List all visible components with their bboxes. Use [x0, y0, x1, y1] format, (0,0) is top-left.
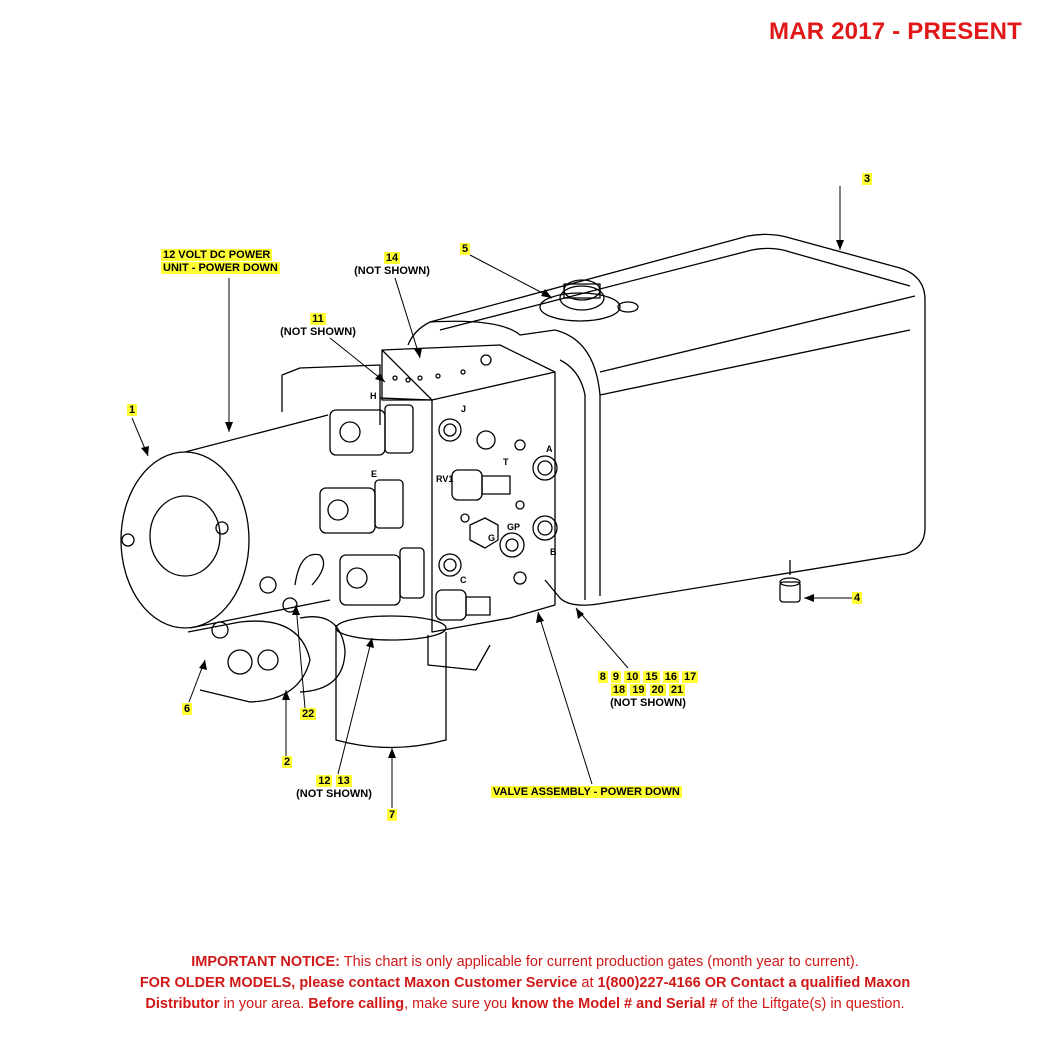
power-unit-label-line2: UNIT - POWER DOWN	[161, 262, 280, 274]
item-9-number: 9	[610, 671, 622, 683]
reservoir-tank	[407, 233, 926, 606]
item-6-number: 6	[182, 703, 193, 715]
port-letter-g: G	[488, 533, 496, 543]
notice-text-2: at	[577, 975, 598, 991]
notice-phone: 1(800)227-4166 OR Contact a qualified Ma…	[597, 975, 911, 991]
item-11-not-shown: (NOT SHOWN)	[280, 326, 356, 338]
leader-arrowheads	[141, 240, 844, 758]
item-10-number: 10	[624, 671, 641, 683]
item-8-number: 8	[597, 671, 608, 683]
notice-line-2: FOR OLDER MODELS, please contact Maxon C…	[0, 973, 1050, 994]
item-15-number: 15	[643, 671, 660, 683]
port-letter-c: C	[460, 575, 467, 585]
item-12-13-not-shown: (NOT SHOWN)	[296, 788, 372, 800]
notice-text-1: This chart is only applicable for curren…	[339, 954, 859, 970]
important-notice: IMPORTANT NOTICE: This chart is only app…	[0, 952, 1050, 1015]
callout-3: 3	[862, 173, 873, 186]
item-12-number: 12	[316, 775, 333, 787]
callout-14: 14 (NOT SHOWN)	[350, 252, 434, 278]
callout-6: 6	[182, 703, 193, 716]
group-row-2: 18 19 20 21	[610, 684, 686, 696]
group-not-shown: (NOT SHOWN)	[610, 697, 686, 709]
notice-line-3: Distributor in your area. Before calling…	[0, 994, 1050, 1015]
solenoids	[319, 404, 425, 606]
motor	[120, 364, 381, 629]
callout-group-8-21: 8 9 10 15 16 17 18 19 20 21 (NOT SHOWN)	[596, 671, 700, 710]
port-letter-e: E	[371, 469, 378, 479]
valve-block	[379, 344, 558, 633]
item-13-number: 13	[335, 775, 352, 787]
notice-older-models: FOR OLDER MODELS, please contact Maxon C…	[139, 975, 578, 991]
item-2-number: 2	[282, 756, 293, 768]
item-19-number: 19	[630, 684, 647, 696]
callout-5: 5	[460, 243, 471, 256]
notice-model-serial: know the Model # and Serial #	[511, 996, 718, 1012]
callout-power-unit: 12 VOLT DC POWER UNIT - POWER DOWN	[161, 249, 280, 275]
item-11-number: 11	[310, 313, 326, 325]
leader-lines	[131, 186, 852, 808]
item-3-number: 3	[862, 173, 873, 185]
notice-heading: IMPORTANT NOTICE:	[191, 954, 340, 970]
power-unit-label-line1: 12 VOLT DC POWER	[161, 249, 273, 261]
callout-11: 11 (NOT SHOWN)	[276, 313, 360, 339]
notice-text-4: , make sure you	[404, 996, 512, 1012]
item-14-not-shown: (NOT SHOWN)	[354, 265, 430, 277]
callout-valve-assembly: VALVE ASSEMBLY - POWER DOWN	[491, 786, 682, 799]
notice-line-1: IMPORTANT NOTICE: This chart is only app…	[0, 952, 1050, 973]
item-21-number: 21	[668, 684, 686, 696]
item-20-number: 20	[649, 684, 666, 696]
item-22-number: 22	[300, 708, 317, 720]
notice-text-3: in your area.	[219, 996, 309, 1012]
notice-before-calling: Before calling	[308, 996, 405, 1012]
callout-7: 7	[387, 809, 398, 822]
item-7-number: 7	[387, 809, 398, 821]
callout-2: 2	[282, 756, 293, 769]
item-4-number: 4	[852, 592, 863, 604]
valve-assembly-label: VALVE ASSEMBLY - POWER DOWN	[491, 786, 682, 798]
callout-4: 4	[852, 592, 863, 605]
callout-1: 1	[127, 404, 138, 417]
port-letter-rv1: RV1	[436, 474, 454, 484]
item-18-number: 18	[610, 684, 628, 696]
item-14-number: 14	[383, 252, 401, 264]
item-16-number: 16	[662, 671, 679, 683]
callout-22: 22	[300, 708, 317, 721]
port-letter-b: B	[550, 547, 557, 557]
item-5-number: 5	[460, 243, 471, 255]
notice-distributor: Distributor	[145, 996, 220, 1012]
port-letter-a: A	[546, 444, 553, 454]
notice-text-5: of the Liftgate(s) in question.	[717, 996, 905, 1012]
date-range-header: MAR 2017 - PRESENT	[769, 18, 1022, 45]
port-letter-gp: GP	[507, 522, 521, 532]
port-letter-j: J	[461, 404, 467, 414]
callout-12-13: 12 13 (NOT SHOWN)	[292, 775, 376, 801]
port-letter-h: H	[370, 391, 377, 401]
port-letter-t: T	[503, 457, 509, 467]
pump-filter	[187, 553, 491, 749]
item-17-number: 17	[682, 671, 699, 683]
group-row-1: 8 9 10 15 16 17	[597, 671, 699, 683]
item-1-number: 1	[127, 404, 138, 416]
